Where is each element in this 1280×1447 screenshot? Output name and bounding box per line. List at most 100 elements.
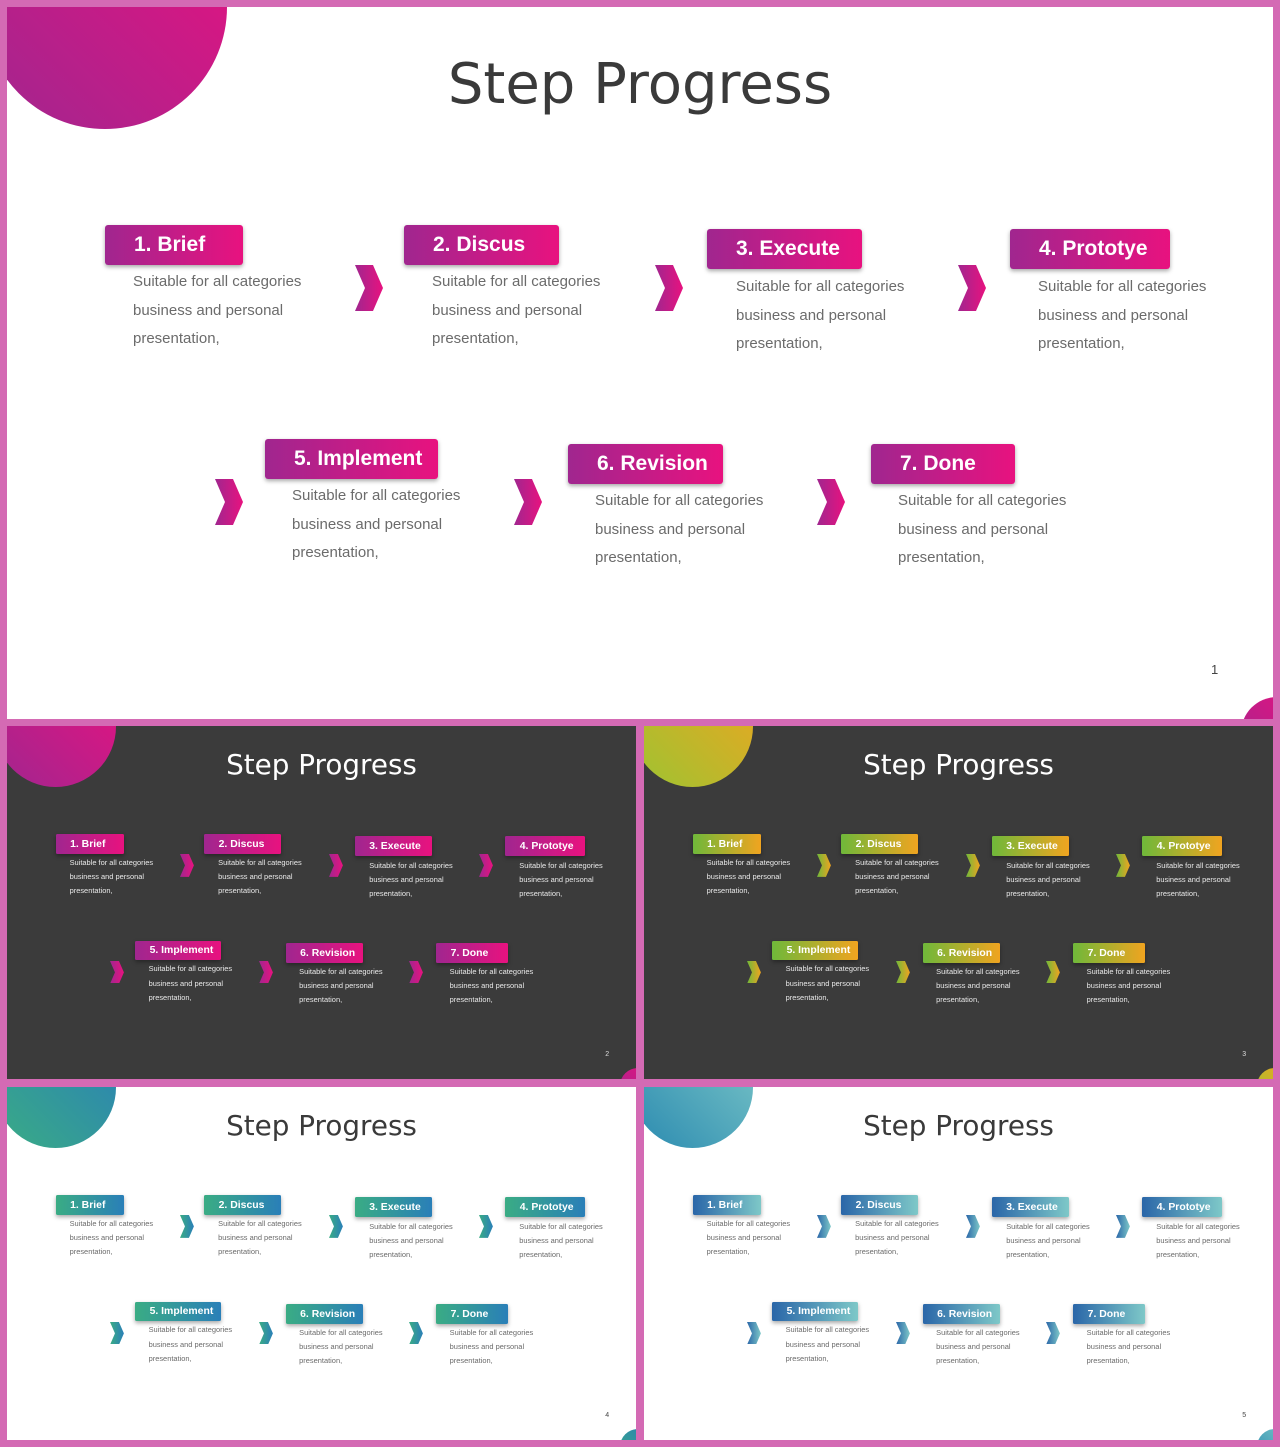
step-description-line: presentation, [369, 888, 413, 898]
step-description-line: presentation, [1086, 1356, 1130, 1366]
step-label: 7. Done [436, 943, 508, 963]
step-description-line: business and personal [148, 978, 224, 988]
step-description-line: presentation, [69, 886, 113, 896]
step-description-line: Suitable for all categories [1086, 1327, 1171, 1337]
chevron-right-icon [110, 960, 125, 984]
step-label: 6. Revision [568, 444, 723, 484]
step-description-line: Suitable for all categories [785, 964, 870, 974]
step-label: 7. Done [1073, 943, 1145, 963]
step-label: 3. Execute [991, 836, 1069, 857]
chevron-right-icon [1046, 1321, 1061, 1345]
step-description-line: presentation, [218, 886, 262, 896]
step-description-line: Suitable for all categories [1086, 966, 1171, 976]
step-label: 5. Implement [135, 1301, 222, 1322]
step-description-line: Suitable for all categories [1156, 1221, 1240, 1231]
step-label: 3. Execute [991, 1197, 1069, 1218]
step-label: 2. Discus [841, 834, 919, 855]
step-label: 6. Revision [922, 1304, 1000, 1324]
step-description-line: business and personal [519, 1235, 594, 1245]
step-description-line: business and personal [936, 981, 1011, 991]
step-label: 7. Done [871, 444, 1015, 484]
step-description-line: business and personal [299, 981, 374, 991]
step-description-line: presentation, [1006, 1249, 1050, 1259]
step-description-line: Suitable for all categories [218, 1219, 302, 1229]
step-description-line: business and personal [369, 1235, 444, 1245]
step-description-line: business and personal [449, 981, 525, 991]
step-label: 6. Revision [285, 1304, 363, 1324]
step-label: 5. Implement [772, 940, 859, 961]
step-description-line: business and personal [299, 1342, 374, 1352]
step-description-line: presentation, [299, 995, 343, 1005]
chevron-right-icon [816, 854, 831, 878]
step-description-line: presentation, [785, 1353, 829, 1363]
page-number: 1 [1211, 662, 1219, 677]
step-description-line: presentation, [1086, 995, 1130, 1005]
step-description-line: business and personal [133, 301, 284, 319]
step-description-line: business and personal [855, 872, 930, 882]
step-description-line: Suitable for all categories [292, 487, 461, 504]
step-description-line: presentation, [449, 995, 493, 1005]
step-description-line: business and personal [148, 1339, 224, 1349]
chevron-right-icon [258, 960, 273, 984]
step-label: 1. Brief [692, 1195, 762, 1216]
step-description-line: business and personal [432, 301, 583, 319]
step-description-line: presentation, [292, 544, 379, 561]
step-description-line: business and personal [1006, 874, 1081, 884]
step-label: 2. Discus [404, 225, 559, 265]
step-label: 4. Prototye [1010, 229, 1170, 269]
chevron-right-icon [179, 854, 194, 878]
step-label: 3. Execute [354, 1197, 432, 1218]
step-label: 7. Done [1073, 1304, 1145, 1324]
step-description-line: Suitable for all categories [218, 858, 302, 868]
step-description-line: Suitable for all categories [519, 860, 603, 870]
step-description-line: business and personal [706, 1233, 782, 1243]
step-label: 2. Discus [204, 1195, 282, 1216]
step-description-line: business and personal [785, 1339, 861, 1349]
chevron-right-icon [514, 479, 542, 525]
step-label: 4. Prototye [505, 1197, 585, 1218]
chevron-right-icon [179, 1215, 194, 1239]
step-label: 1. Brief [55, 1195, 125, 1216]
step-label: 6. Revision [922, 943, 1000, 963]
step-description-line: presentation, [1156, 1249, 1200, 1259]
corner-circle-decoration [1257, 1068, 1273, 1079]
step-description-line: presentation, [519, 1249, 563, 1259]
step-description-line: business and personal [218, 1233, 293, 1243]
chevron-right-icon [817, 479, 845, 525]
step-description-line: business and personal [69, 1233, 145, 1243]
slide-title: Step Progress [447, 52, 833, 117]
step-description-line: Suitable for all categories [706, 1219, 791, 1229]
step-description-line: presentation, [449, 1356, 493, 1366]
step-label: 1. Brief [692, 834, 762, 855]
step-description-line: presentation, [519, 888, 563, 898]
chevron-right-icon [258, 1321, 273, 1345]
chevron-right-icon [328, 1215, 343, 1239]
step-description-line: Suitable for all categories [299, 1327, 383, 1337]
chevron-right-icon [965, 854, 980, 878]
corner-circle-decoration [620, 1429, 636, 1440]
step-label: 4. Prototye [505, 836, 585, 857]
step-description-line: business and personal [292, 515, 443, 533]
step-description-line: Suitable for all categories [449, 966, 534, 976]
step-label: 3. Execute [354, 836, 432, 857]
step-description-line: business and personal [936, 1342, 1011, 1352]
step-label: 1. Brief [105, 225, 243, 265]
step-label: 5. Implement [135, 940, 222, 961]
step-description-line: presentation, [736, 335, 823, 352]
step-description-line: business and personal [706, 872, 782, 882]
step-description-line: presentation, [595, 549, 682, 566]
chevron-right-icon [1116, 1215, 1131, 1239]
step-description-line: Suitable for all categories [148, 1325, 233, 1335]
step-description-line: Suitable for all categories [1038, 278, 1207, 295]
step-description-line: presentation, [1156, 888, 1200, 898]
chevron-right-icon [479, 1215, 494, 1239]
step-description-line: business and personal [1038, 306, 1189, 324]
step-description-line: Suitable for all categories [133, 273, 302, 290]
slide-title: Step Progress [863, 1109, 1054, 1143]
step-description-line: Suitable for all categories [519, 1221, 603, 1231]
